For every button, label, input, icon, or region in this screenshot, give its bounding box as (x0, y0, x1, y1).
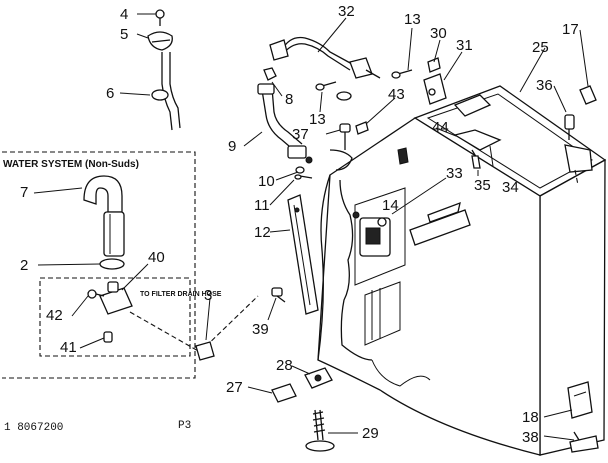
part-36-clip (564, 114, 575, 140)
part-37-43 (329, 121, 369, 171)
callout-35: 35 (474, 177, 491, 194)
callout-41: 41 (60, 339, 77, 356)
callout-44: 44 (432, 119, 449, 136)
part-17-clip (579, 85, 597, 105)
part-13-screw-left (315, 81, 337, 91)
page-ref: P3 (178, 420, 191, 432)
callout-13-left: 13 (309, 111, 326, 128)
callout-36: 36 (536, 77, 553, 94)
part-6-hose (151, 52, 181, 131)
part-12-panel (287, 194, 319, 315)
leader-lines (33, 13, 589, 441)
part-30-31 (423, 57, 447, 105)
cabinet (317, 85, 607, 456)
callout-31: 31 (456, 37, 473, 54)
callout-6: 6 (106, 85, 114, 102)
part-39-screw (271, 287, 286, 303)
top-bracket (397, 129, 502, 169)
callout-13-top: 13 (404, 11, 421, 28)
callout-27: 27 (226, 379, 243, 396)
part-38-leg (569, 431, 599, 453)
inset-title: WATER SYSTEM (Non-Suds) (3, 159, 139, 170)
footer-code: 1 8067200 (4, 422, 63, 434)
part-4-screw (155, 9, 165, 26)
part-10-11 (294, 166, 313, 180)
part-9-fill-hose (257, 83, 313, 164)
callout-5: 5 (120, 26, 128, 43)
callout-12: 12 (254, 224, 271, 241)
callout-7: 7 (20, 184, 28, 201)
callout-3: 3 (204, 287, 212, 304)
part-32-harness (269, 36, 381, 101)
part-27-28 (271, 367, 333, 403)
part-2-ring (99, 258, 125, 270)
callout-2: 2 (20, 257, 28, 274)
callout-39: 39 (252, 321, 269, 338)
part-29-leg (305, 409, 335, 452)
part-18-bracket (567, 381, 593, 419)
callout-43: 43 (388, 86, 405, 103)
callout-32: 32 (338, 3, 355, 20)
callout-8: 8 (285, 91, 293, 108)
callout-28: 28 (276, 357, 293, 374)
part-5-clamp (147, 31, 173, 51)
callout-38: 38 (522, 429, 539, 446)
callout-25: 25 (532, 39, 549, 56)
cabinet-front-face (317, 117, 541, 456)
part-8-nut (263, 67, 277, 81)
callout-4: 4 (120, 6, 128, 23)
callout-18: 18 (522, 409, 539, 426)
callout-10: 10 (258, 173, 275, 190)
callout-29: 29 (362, 425, 379, 442)
part-13-screw-top (391, 69, 413, 79)
part-3-fitting (195, 341, 215, 361)
callout-labels: 4 5 6 32 13 30 31 8 13 43 37 44 9 10 11 … (20, 3, 579, 446)
inset-note: TO FILTER DRAIN HOSE (140, 291, 222, 298)
callout-33: 33 (446, 165, 463, 182)
part-7-elbow (83, 175, 123, 213)
callout-9: 9 (228, 138, 236, 155)
water-level-switch (352, 211, 391, 257)
callout-11: 11 (254, 197, 270, 214)
callout-40: 40 (148, 249, 165, 266)
callout-17: 17 (562, 21, 579, 38)
callout-42: 42 (46, 307, 63, 324)
callout-14: 14 (382, 197, 399, 214)
callout-34: 34 (502, 179, 519, 196)
water-system-inset (2, 151, 259, 379)
callout-30: 30 (430, 25, 447, 42)
callout-37: 37 (292, 126, 309, 143)
